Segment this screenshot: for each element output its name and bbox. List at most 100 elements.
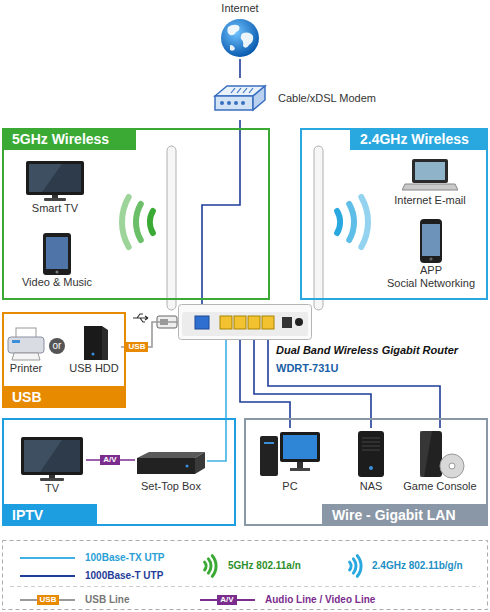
internet-cloud: Internet <box>210 2 270 59</box>
nas-icon <box>354 428 388 480</box>
legend-text: 5GHz 802.11a/n <box>228 560 301 572</box>
phone-icon <box>429 257 432 260</box>
globe-icon <box>241 32 253 47</box>
tv-icon <box>29 164 62 192</box>
cable-line <box>239 59 241 78</box>
printer-icon <box>6 326 46 362</box>
tablet-icon <box>56 271 59 274</box>
node-label: Cable/xDSL Modem <box>278 92 376 105</box>
modem-icon <box>220 101 245 105</box>
device: Smart TV <box>22 160 88 215</box>
router-icon <box>179 305 312 340</box>
tv2-icon <box>21 437 83 475</box>
modem-icon <box>234 101 238 105</box>
panel-heading: USB <box>2 386 126 408</box>
router-icon <box>234 316 246 329</box>
modem-icon <box>249 88 253 93</box>
router-box: Dual Band Wireless Gigabit RouterWDRT-73… <box>178 304 312 340</box>
device: Set-Top Box <box>135 448 207 493</box>
panel-heading: Wire - Gigabit LAN <box>322 504 488 526</box>
legend-separator <box>10 586 480 587</box>
device-label: Set-Top Box <box>141 480 201 493</box>
device: PC <box>258 428 322 493</box>
modem-icon <box>215 96 253 110</box>
pc-icon <box>283 435 317 459</box>
tv2-icon <box>24 440 62 472</box>
legend-sample <box>20 575 75 577</box>
router-icon <box>262 316 274 329</box>
router-icon <box>182 312 308 336</box>
modem-icon <box>241 101 245 105</box>
router-icon <box>220 316 232 329</box>
phone-icon <box>420 219 442 263</box>
legend-wave <box>205 556 216 577</box>
phone-icon <box>415 218 447 264</box>
device-label: Video & Music <box>22 276 92 289</box>
modem-icon <box>231 88 253 93</box>
legend-text: 2.4GHz 802.11b/g/n <box>372 560 463 572</box>
device-label: USB HDD <box>69 362 119 375</box>
wireless-wave <box>349 204 354 240</box>
router-icon <box>195 316 209 329</box>
legend-wave <box>350 556 361 577</box>
printer-icon <box>12 353 40 360</box>
pc-icon <box>280 432 320 462</box>
device-label: Smart TV <box>32 202 78 215</box>
laptop-icon <box>415 162 445 180</box>
group-panel: IPTVTVSet-Top Box <box>2 418 236 526</box>
globe-icon <box>221 19 259 57</box>
legend-sample <box>20 557 75 559</box>
device: Video & Music <box>20 232 95 289</box>
panel-heading: IPTV <box>2 504 97 526</box>
globe-icon <box>210 15 270 59</box>
globe-icon <box>230 45 235 51</box>
nas-icon <box>362 450 380 451</box>
antenna <box>167 146 176 310</box>
pc-icon <box>264 442 274 444</box>
nas-icon <box>362 438 380 439</box>
cable-line <box>202 120 240 304</box>
wireless-wave <box>337 211 340 233</box>
tv-icon <box>29 164 81 192</box>
tablet-icon <box>43 233 71 275</box>
modem-icon <box>227 101 231 105</box>
stb-icon <box>137 452 205 458</box>
hdd-icon <box>74 322 114 362</box>
router-icon <box>295 318 303 326</box>
group-panel: USBPrinterUSB HDD <box>2 312 126 408</box>
wireless-wave <box>136 204 141 240</box>
device-label: APP <box>420 264 442 277</box>
legend-text: Audio Line / Video Line <box>265 594 375 606</box>
router-icon <box>178 304 312 340</box>
printer-icon <box>8 337 44 353</box>
wireless-wave <box>122 197 129 247</box>
legend-box <box>3 541 488 610</box>
modem-icon <box>213 78 267 120</box>
modem-icon <box>243 88 247 93</box>
device: USB HDD <box>67 322 121 375</box>
nas-icon <box>358 431 384 477</box>
tv-icon <box>26 161 84 195</box>
device-label: Internet E-mail <box>394 194 466 207</box>
band-panel: 2.4GHz WirelessInternet E-mailAPPSocial … <box>300 128 488 300</box>
modem-icon <box>237 88 241 93</box>
cable-line <box>207 340 226 461</box>
pc-icon <box>290 468 310 471</box>
device-label: Social Networking <box>387 277 475 290</box>
node-label: Dual Band Wireless Gigabit Router <box>276 344 458 357</box>
console-icon <box>449 463 455 469</box>
pc-icon <box>297 462 303 468</box>
console-icon <box>412 428 468 480</box>
legend-text: 100Base-TX UTP <box>85 552 164 564</box>
globe-icon <box>227 25 239 35</box>
hdd-icon <box>84 326 102 360</box>
line-tag: A/V <box>100 455 119 465</box>
modem-icon <box>231 88 235 93</box>
laptop-icon <box>412 159 448 183</box>
stb-icon <box>195 452 205 474</box>
tv2-icon <box>18 436 86 482</box>
antenna <box>314 146 323 310</box>
laptop-icon <box>402 184 458 190</box>
nas-icon <box>362 438 380 450</box>
